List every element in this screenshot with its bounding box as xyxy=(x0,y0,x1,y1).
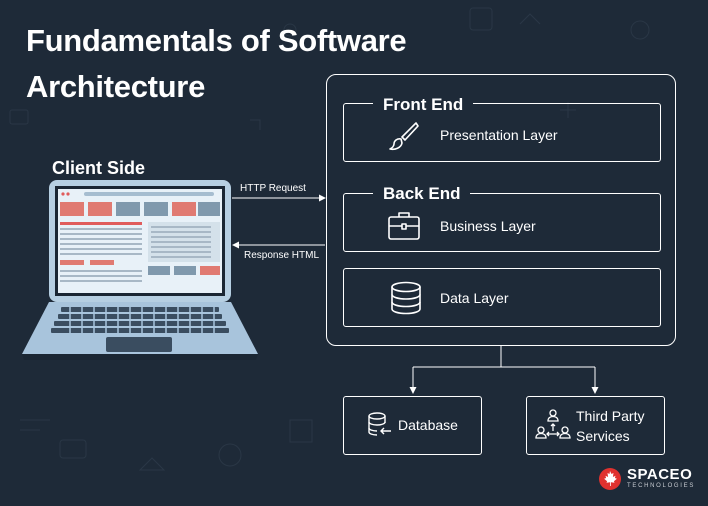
presentation-layer-label: Presentation Layer xyxy=(440,127,558,143)
database-arrow-icon xyxy=(368,412,391,436)
brand-name: SPACEO xyxy=(627,466,693,483)
laptop-illustration xyxy=(22,180,258,360)
briefcase-icon xyxy=(388,212,420,240)
data-layer-box xyxy=(343,268,661,327)
back-end-heading: Back End xyxy=(373,183,471,205)
business-layer-box xyxy=(343,193,661,252)
paintbrush-icon xyxy=(389,122,419,151)
presentation-layer-box xyxy=(343,103,661,162)
business-layer-label: Business Layer xyxy=(440,218,536,234)
database-icon xyxy=(391,281,421,315)
maple-leaf-logo-icon xyxy=(599,468,621,490)
database-box xyxy=(343,396,482,455)
client-side-label: Client Side xyxy=(52,158,146,178)
third-party-box xyxy=(526,396,665,455)
database-arrowhead xyxy=(409,387,417,394)
brand-subtitle: TECHNOLOGIES xyxy=(627,483,696,489)
http-request-label: HTTP Request xyxy=(240,183,306,194)
network-people-icon xyxy=(535,409,571,439)
page-title: Fundamentals of Software Architecture xyxy=(26,23,407,104)
laptop-keyboard xyxy=(51,307,229,333)
database-label: Database xyxy=(398,417,458,433)
response-arrowhead xyxy=(232,241,239,249)
third-party-arrowhead xyxy=(591,387,599,394)
response-html-label: Response HTML xyxy=(244,250,320,261)
data-layer-label: Data Layer xyxy=(440,290,509,306)
request-arrowhead xyxy=(319,194,326,202)
third-party-label-line1: Third Party xyxy=(576,408,645,424)
front-end-heading: Front End xyxy=(373,94,474,116)
laptop-trackpad xyxy=(106,337,172,352)
server-container xyxy=(326,74,676,346)
third-party-label-line2: Services xyxy=(576,428,630,444)
